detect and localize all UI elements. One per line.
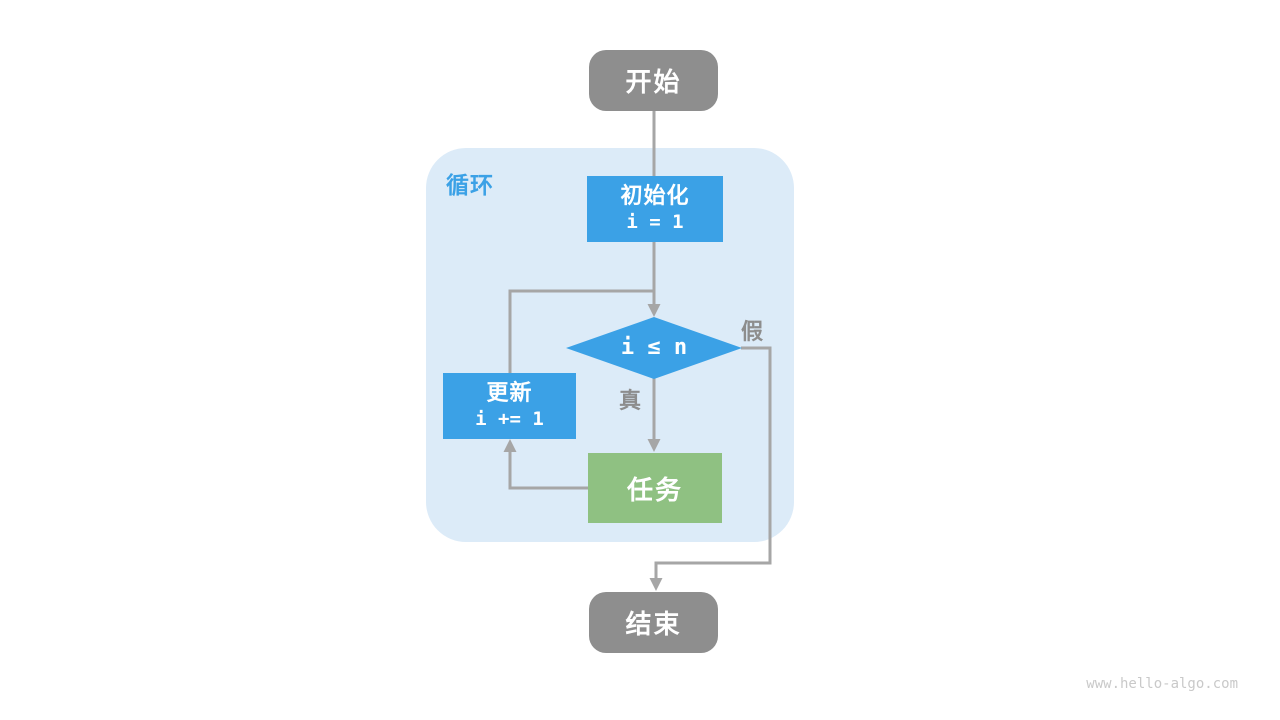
arrowhead-into-task xyxy=(647,439,661,452)
edge-task-update xyxy=(508,452,589,490)
node-update: 更新 i += 1 xyxy=(443,373,576,439)
arrowhead-into-condition xyxy=(647,304,661,317)
loop-label: 循环 xyxy=(446,172,494,198)
branch-label-false: 假 xyxy=(741,319,764,344)
node-init: 初始化 i = 1 xyxy=(587,176,723,242)
node-start: 开始 xyxy=(589,50,718,111)
node-task: 任务 xyxy=(588,453,722,523)
edge-update-condition xyxy=(508,289,655,374)
node-condition-expression: i ≤ n xyxy=(620,334,688,360)
node-end-label: 结束 xyxy=(625,609,682,639)
edge-condition-end xyxy=(654,346,772,579)
node-update-code: i += 1 xyxy=(475,407,544,430)
node-start-label: 开始 xyxy=(625,67,682,97)
arrowhead-into-update xyxy=(503,439,517,452)
node-update-label: 更新 xyxy=(486,380,533,406)
branch-label-true: 真 xyxy=(619,388,642,413)
node-init-label: 初始化 xyxy=(620,183,690,209)
arrowhead-into-end xyxy=(649,578,663,591)
node-task-label: 任务 xyxy=(626,474,683,505)
node-end: 结束 xyxy=(589,592,718,653)
watermark: www.hello-algo.com xyxy=(1086,676,1238,692)
node-init-code: i = 1 xyxy=(626,210,684,233)
